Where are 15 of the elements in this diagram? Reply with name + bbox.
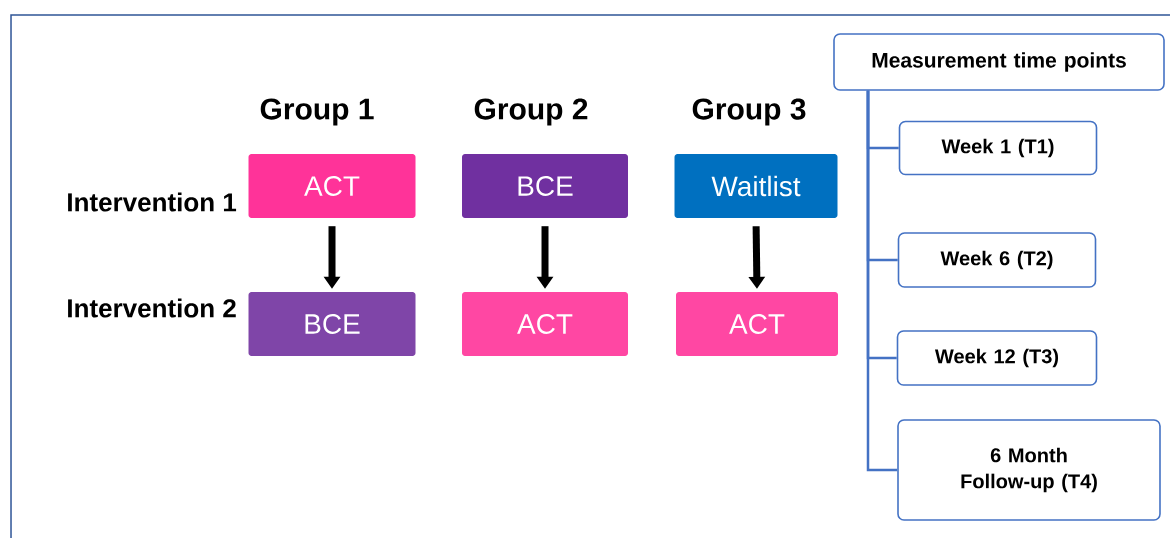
timepoint-box: 6 Month Follow-up (T4) bbox=[897, 419, 1161, 521]
intervention-box: ACT bbox=[248, 154, 416, 218]
column-heading: Group 1 bbox=[260, 98, 374, 126]
column-heading: Group 2 bbox=[474, 98, 588, 126]
intervention-box: Waitlist bbox=[674, 154, 838, 218]
connector-line bbox=[866, 90, 898, 472]
intervention-box: BCE bbox=[248, 292, 416, 356]
timepoint-box: Week 6 (T2) bbox=[897, 232, 1097, 288]
header-box: Measurement time points bbox=[833, 33, 1165, 91]
timepoint-box: Week 1 (T1) bbox=[898, 120, 1098, 176]
intervention-box: ACT bbox=[676, 292, 838, 356]
column-heading: Group 3 bbox=[692, 98, 806, 126]
timepoint-box: Week 12 (T3) bbox=[896, 330, 1098, 386]
intervention-box: BCE bbox=[462, 154, 628, 218]
intervention-box: ACT bbox=[462, 292, 628, 356]
